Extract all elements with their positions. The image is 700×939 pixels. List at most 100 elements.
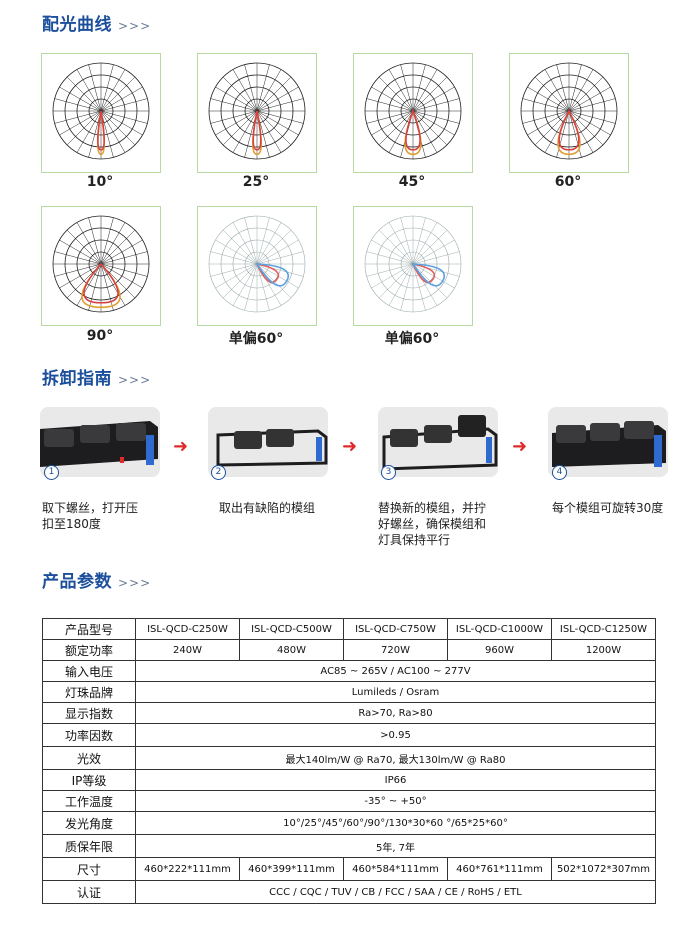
grid-spoke <box>66 76 102 112</box>
polar-chart-5 <box>41 206 161 326</box>
grid-spoke <box>59 110 102 136</box>
grid-spoke <box>215 263 258 289</box>
curve-label: 60° <box>554 174 582 190</box>
polar-svg <box>520 62 618 160</box>
grid-spoke <box>222 229 258 265</box>
beam-lobe <box>255 262 280 284</box>
grid-spoke <box>522 98 570 112</box>
grid-spoke <box>256 110 292 146</box>
table-row: 产品型号 ISL-QCD-C250W ISL-QCD-C500W ISL-QCD… <box>42 618 656 640</box>
section-title-text: 产品参数 <box>42 572 112 592</box>
table-cell: Ra>70, Ra>80 <box>135 702 656 724</box>
grid-spoke <box>100 110 136 146</box>
grid-spoke <box>54 251 102 265</box>
beam-lobe <box>255 263 289 287</box>
grid-spoke <box>412 69 438 112</box>
grid-spoke <box>366 251 414 265</box>
section-title-disassembly: 拆卸指南 >>> <box>42 364 151 389</box>
grid-spoke <box>256 69 282 112</box>
beam-lobe <box>405 108 421 151</box>
lamp-illustration <box>40 421 158 467</box>
table-cell: ISL-QCD-C500W <box>239 618 344 640</box>
curve-label: 25° <box>242 174 270 190</box>
polar-svg <box>208 215 306 313</box>
grid-spoke <box>256 239 299 265</box>
grid-spoke <box>256 86 299 112</box>
table-cell: 460*761*111mm <box>447 857 552 881</box>
row-header: 认证 <box>42 880 136 904</box>
grid-spoke <box>412 110 460 124</box>
grid-spoke <box>244 217 258 265</box>
grid-spoke <box>100 98 148 112</box>
grid-spoke <box>534 110 570 146</box>
grid-spoke <box>88 217 102 265</box>
polar-svg <box>364 62 462 160</box>
polar-svg <box>52 62 150 160</box>
grid-spoke <box>100 110 114 158</box>
chevron-right-icon: >>> <box>118 373 152 387</box>
step-number-badge: 1 <box>44 465 59 480</box>
arrow-right-icon: ➜ <box>342 436 358 457</box>
grid-spoke <box>76 263 102 306</box>
grid-spoke <box>568 110 604 146</box>
grid-spoke <box>66 229 102 265</box>
grid-spoke <box>88 64 102 112</box>
beam-lobe <box>411 263 445 287</box>
grid-spoke <box>534 76 570 112</box>
step-image-3 <box>378 407 498 477</box>
grid-spoke <box>232 69 258 112</box>
table-cell: Lumileds / Osram <box>135 681 656 703</box>
table-cell: 460*222*111mm <box>135 857 240 881</box>
beam-lobe <box>97 110 105 151</box>
table-row: 输入电压 AC85 ~ 265V / AC100 ~ 277V <box>42 660 656 682</box>
polar-svg <box>364 215 462 313</box>
lamp-illustration <box>382 415 498 471</box>
row-header: 产品型号 <box>42 618 136 640</box>
table-cell: 5年, 7年 <box>135 834 656 858</box>
grid-spoke <box>388 69 414 112</box>
grid-spoke <box>371 86 414 112</box>
grid-spoke <box>100 222 126 265</box>
beam-lobe <box>83 262 119 304</box>
section-title-text: 拆卸指南 <box>42 369 112 389</box>
section-title-parameters: 产品参数>>> <box>42 567 151 592</box>
grid-spoke <box>100 110 148 124</box>
table-row: IP等级 IP66 <box>42 769 656 791</box>
grid-spoke <box>66 110 102 146</box>
row-header: 额定功率 <box>42 639 136 661</box>
grid-spoke <box>100 239 143 265</box>
step-image-4 <box>548 407 668 477</box>
step-image-2 <box>208 407 328 477</box>
row-header: 输入电压 <box>42 660 136 682</box>
grid-spoke <box>76 69 102 112</box>
grid-spoke <box>366 110 414 124</box>
grid-spoke <box>100 110 143 136</box>
section-title-text: 配光曲线 <box>42 15 112 35</box>
grid-spoke <box>215 110 258 136</box>
table-cell: IP66 <box>135 769 656 791</box>
grid-spoke <box>412 110 448 146</box>
grid-spoke <box>76 110 102 153</box>
table-cell: 最大140lm/W @ Ra70, 最大130lm/W @ Ra80 <box>135 746 656 770</box>
grid-spoke <box>54 110 102 124</box>
grid-spoke <box>210 98 258 112</box>
grid-spoke <box>100 86 143 112</box>
grid-spoke <box>412 217 426 265</box>
table-row: 认证 CCC / CQC / TUV / CB / FCC / SAA / CE… <box>42 880 656 904</box>
step-text-line: 灯具保持平行 <box>378 533 451 547</box>
table-row: 额定功率 240W 480W 720W 960W 1200W <box>42 639 656 661</box>
table-cell: >0.95 <box>135 723 656 747</box>
grid-spoke <box>568 76 604 112</box>
row-header: 质保年限 <box>42 834 136 858</box>
chevron-right-icon: >>> <box>118 19 152 33</box>
grid-spoke <box>232 222 258 265</box>
grid-spoke <box>100 229 136 265</box>
table-row: 质保年限 5年, 7年 <box>42 834 656 858</box>
polar-svg <box>208 62 306 160</box>
curve-label: 单偏60° <box>384 331 440 347</box>
grid-spoke <box>366 263 414 277</box>
grid-spoke <box>412 229 448 265</box>
table-row: 尺寸 460*222*111mm 460*399*111mm 460*584*1… <box>42 857 656 881</box>
beam-lobe <box>558 109 580 151</box>
grid-spoke <box>412 110 455 136</box>
